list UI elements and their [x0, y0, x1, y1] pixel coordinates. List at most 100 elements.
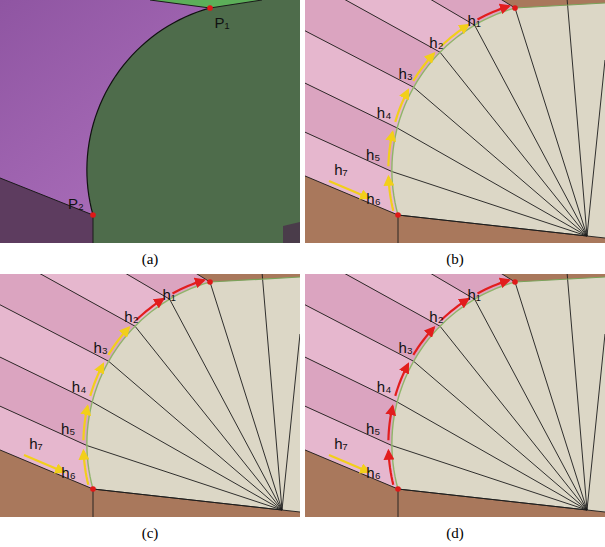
- vertex-dot: [512, 5, 518, 11]
- mesh-line: [93, 489, 300, 512]
- callout-label: h₂: [124, 309, 138, 324]
- mesh-line: [398, 215, 399, 243]
- mesh-line: [0, 274, 135, 326]
- size-arrow: [389, 177, 394, 211]
- mesh-line: [0, 274, 87, 446]
- callout-label: h₇: [334, 162, 348, 177]
- mesh-line: [0, 313, 93, 489]
- mesh-line: [440, 326, 587, 510]
- mesh-line: [87, 446, 282, 510]
- size-arrow: [395, 364, 408, 396]
- fillet-arc: [392, 8, 515, 215]
- callout-label: h₂: [429, 35, 443, 50]
- callout-label: h₇: [334, 436, 348, 451]
- mesh-line: [305, 0, 397, 128]
- mesh-line: [397, 402, 587, 510]
- mesh-line: [262, 274, 282, 510]
- size-arrow: [136, 299, 163, 320]
- callout-label: h₃: [398, 66, 412, 81]
- callout-label: h₁: [468, 287, 481, 302]
- callout-label: h₁: [163, 287, 176, 302]
- mesh-line: [0, 274, 109, 361]
- mesh-line: [305, 39, 398, 215]
- panel: [305, 274, 605, 517]
- mesh-line: [305, 274, 440, 326]
- panel: [0, 274, 300, 517]
- vertex-dot: [207, 279, 213, 285]
- callout-label: h₃: [93, 340, 107, 355]
- mesh-line: [440, 52, 587, 236]
- mesh-line: [282, 334, 300, 510]
- size-arrow: [24, 455, 64, 472]
- size-arrow: [329, 181, 369, 198]
- size-arrow: [388, 132, 392, 166]
- size-arrow: [413, 54, 434, 81]
- callout-label: h₄: [72, 379, 86, 394]
- callout-label: h₅: [366, 421, 380, 436]
- size-arrow: [478, 280, 509, 293]
- panel-caption: (d): [446, 526, 464, 541]
- mesh-line: [305, 274, 397, 402]
- panel: [305, 0, 605, 243]
- mesh-line: [587, 60, 605, 236]
- mesh-line: [93, 489, 94, 517]
- edge-line: [210, 277, 300, 282]
- mesh-line: [0, 274, 170, 299]
- purple-face: [0, 0, 300, 243]
- size-arrow: [395, 90, 408, 122]
- size-arrow: [413, 328, 434, 355]
- size-arrow: [389, 451, 394, 485]
- edge-line: [150, 0, 262, 8]
- panel-caption: (b): [446, 252, 464, 267]
- mesh-line: [305, 313, 398, 489]
- mesh-line: [414, 87, 587, 236]
- top-face: [150, 0, 262, 8]
- vertex-dot: [395, 486, 401, 492]
- fan-face: [392, 3, 605, 238]
- mesh-line: [305, 274, 515, 282]
- mesh-line: [305, 0, 414, 87]
- fan-face: [392, 277, 605, 512]
- size-arrow: [173, 280, 204, 293]
- mesh-line: [305, 274, 475, 299]
- callout-label: h₇: [29, 436, 43, 451]
- edge-line: [515, 277, 605, 282]
- lower-face: [0, 178, 93, 243]
- callout-label: h₆: [366, 191, 380, 206]
- size-arrow: [441, 299, 468, 320]
- mesh-line: [0, 274, 210, 282]
- size-arrow: [90, 364, 103, 396]
- vertex-dot: [90, 486, 96, 492]
- callout-label: h₁: [468, 13, 481, 28]
- size-arrow: [478, 6, 509, 19]
- edge-line: [515, 3, 605, 8]
- fillet-arc: [87, 8, 210, 215]
- fillet-arc: [392, 282, 515, 489]
- size-arrow: [108, 328, 129, 355]
- fan-face: [87, 277, 300, 512]
- point-label: P₁: [214, 15, 229, 30]
- green-face: [87, 0, 300, 243]
- mesh-line: [305, 274, 392, 446]
- callout-label: h₅: [366, 147, 380, 162]
- mesh-line: [392, 172, 587, 236]
- mesh-line: [305, 0, 392, 172]
- mesh-line: [92, 402, 282, 510]
- mesh-line: [305, 0, 515, 8]
- vertex-dot: [512, 279, 518, 285]
- edge-line: [0, 178, 93, 243]
- mesh-line: [305, 274, 414, 361]
- size-arrow: [388, 406, 392, 440]
- point-label: P₂: [68, 196, 84, 211]
- size-arrow: [84, 451, 89, 485]
- corner-face: [283, 222, 300, 243]
- callout-label: h₄: [377, 105, 391, 120]
- callout-label: h₄: [377, 379, 391, 394]
- callout-label: h₂: [429, 309, 443, 324]
- mesh-line: [305, 0, 475, 25]
- vertex-dot: [90, 212, 96, 218]
- mesh-line: [398, 215, 605, 238]
- size-arrow: [83, 406, 87, 440]
- mesh-line: [414, 361, 587, 510]
